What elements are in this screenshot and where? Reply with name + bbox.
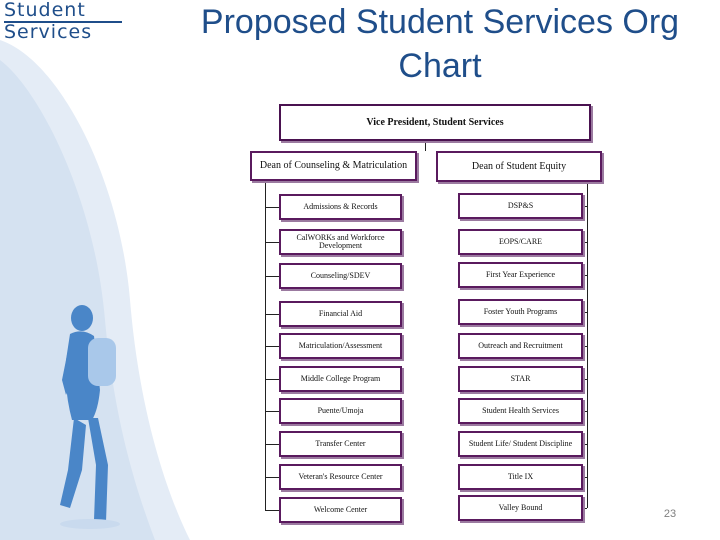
left-unit-box: Puente/Umoja: [279, 398, 402, 424]
right-unit-box: Outreach and Recruitment: [458, 333, 583, 359]
right-branch-connector: [583, 312, 587, 313]
right-unit-box: Student Life/ Student Discipline: [458, 431, 583, 457]
left-branch-connector: [265, 477, 279, 478]
right-unit-label: Title IX: [507, 472, 534, 481]
page-number: 23: [663, 508, 677, 520]
right-unit-box: Title IX: [458, 464, 583, 490]
right-unit-label: DSP&S: [507, 201, 534, 210]
right-branch-connector: [583, 477, 587, 478]
left-unit-box: Welcome Center: [279, 497, 402, 523]
vice-president-box: Vice President, Student Services: [279, 104, 591, 141]
right-unit-box: EOPS/CARE: [458, 229, 583, 255]
left-unit-box: CalWORKs and Workforce Development: [279, 229, 402, 255]
right-unit-box: STAR: [458, 366, 583, 392]
left-unit-box: Veteran's Resource Center: [279, 464, 402, 490]
right-branch-connector: [583, 411, 587, 412]
top-connector: [425, 141, 426, 151]
left-branch-connector: [265, 207, 279, 208]
left-branch-connector: [265, 411, 279, 412]
right-unit-label: Student Life/ Student Discipline: [468, 439, 573, 448]
left-branch-connector: [265, 276, 279, 277]
right-unit-label: Valley Bound: [498, 503, 543, 512]
slide-title: Proposed Student Services Org Chart: [200, 3, 680, 85]
left-unit-box: Matriculation/Assessment: [279, 333, 402, 359]
logo-text-top: Student: [4, 0, 86, 21]
right-branch-connector: [583, 508, 587, 509]
left-unit-label: Matriculation/Assessment: [298, 341, 383, 350]
student-services-logo: Student Services: [4, 0, 124, 42]
right-unit-box: Student Health Services: [458, 398, 583, 424]
left-unit-label: Financial Aid: [318, 309, 363, 318]
right-branch-connector: [583, 275, 587, 276]
right-unit-box: Valley Bound: [458, 495, 583, 521]
left-branch-connector: [265, 314, 279, 315]
walking-student-figure: [60, 305, 120, 529]
left-unit-label: Admissions & Records: [303, 202, 378, 211]
right-branch-connector: [583, 444, 587, 445]
right-branch-connector: [583, 346, 587, 347]
right-unit-label: Student Health Services: [482, 406, 559, 415]
logo-rule: [4, 21, 122, 23]
right-unit-box: First Year Experience: [458, 262, 583, 288]
left-unit-label: Middle College Program: [300, 374, 381, 383]
right-branch-connector: [583, 379, 587, 380]
right-unit-label: First Year Experience: [485, 270, 556, 279]
left-branch-connector: [265, 444, 279, 445]
left-branch-connector: [265, 379, 279, 380]
right-branch-connector: [583, 242, 587, 243]
dean-counseling-box: Dean of Counseling & Matriculation: [250, 151, 417, 181]
right-unit-label: Foster Youth Programs: [483, 307, 558, 316]
left-unit-box: Financial Aid: [279, 301, 402, 327]
dean-equity-label: Dean of Student Equity: [471, 160, 567, 172]
left-unit-label: Veteran's Resource Center: [298, 472, 383, 481]
left-unit-box: Admissions & Records: [279, 194, 402, 220]
right-unit-label: STAR: [510, 374, 531, 383]
left-branch-connector: [265, 346, 279, 347]
left-unit-box: Counseling/SDEV: [279, 263, 402, 289]
left-unit-label: Counseling/SDEV: [310, 271, 371, 280]
right-trunk: [587, 182, 588, 508]
right-unit-label: Outreach and Recruitment: [478, 341, 563, 350]
left-branch-connector: [265, 242, 279, 243]
dean-equity-box: Dean of Student Equity: [436, 151, 602, 182]
left-unit-label: Welcome Center: [313, 505, 368, 514]
logo-text-bottom: Services: [4, 21, 93, 43]
left-trunk: [265, 180, 266, 510]
left-unit-label: Puente/Umoja: [317, 406, 364, 415]
left-branch-connector: [265, 510, 279, 511]
left-unit-box: Transfer Center: [279, 431, 402, 457]
left-unit-box: Middle College Program: [279, 366, 402, 392]
right-branch-connector: [583, 206, 587, 207]
right-unit-box: DSP&S: [458, 193, 583, 219]
left-unit-label: Transfer Center: [315, 439, 366, 448]
left-unit-label: CalWORKs and Workforce Development: [296, 233, 385, 250]
vice-president-label: Vice President, Student Services: [366, 116, 504, 128]
right-unit-box: Foster Youth Programs: [458, 299, 583, 325]
dean-counseling-label: Dean of Counseling & Matriculation: [259, 160, 408, 171]
right-unit-label: EOPS/CARE: [498, 237, 543, 246]
